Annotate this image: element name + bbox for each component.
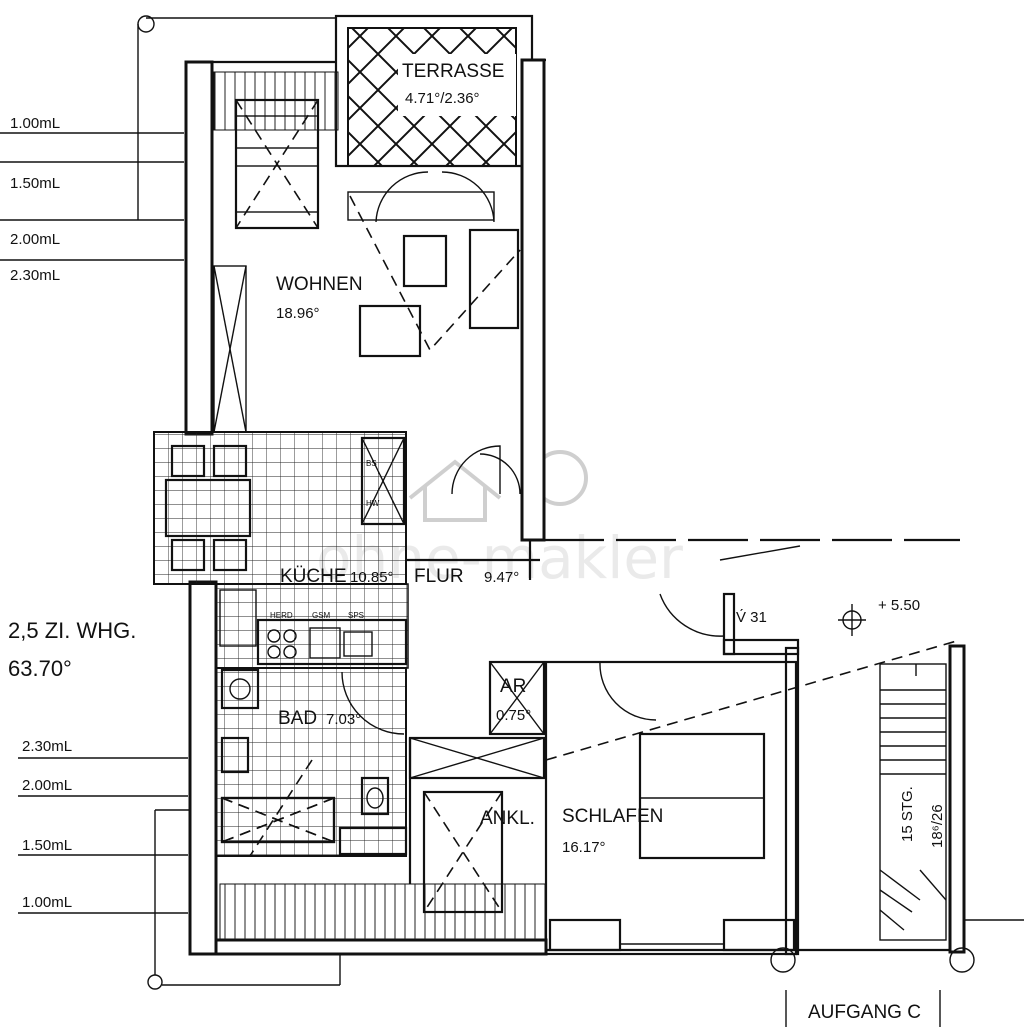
wohnen-name: WOHNEN — [276, 274, 363, 295]
skylight-ankl — [422, 790, 504, 914]
dim-label-top-3: 2.00mL — [10, 231, 60, 248]
ankl-name: ANKL. — [480, 808, 535, 829]
closet-ankl — [408, 736, 546, 884]
wohnen-area: 18.96° — [276, 305, 320, 322]
appliance-bs: BS — [366, 459, 377, 468]
living-furniture — [347, 171, 521, 495]
dim-label-bottom-2: 1.50mL — [22, 837, 72, 854]
level-label: + 5.50 — [878, 597, 920, 614]
stairs-steps: 15 STG. — [899, 786, 916, 842]
terrasse-area: 4.71°/2.36° — [405, 90, 480, 107]
dim-label-bottom-3: 2.00mL — [22, 777, 72, 794]
dim-label-top-2: 1.50mL — [10, 175, 60, 192]
apartment-type: 2,5 ZI. WHG. — [8, 618, 136, 643]
appliance-sps: SPS — [348, 611, 364, 620]
bad-area: 7.03° — [326, 711, 361, 728]
window-left-wall — [213, 265, 247, 433]
bad-name: BAD — [278, 708, 317, 729]
entrance-label: AUFGANG C — [808, 1002, 921, 1023]
appliance-gsm: GSM — [312, 611, 331, 620]
ar-area: 0.75° — [496, 707, 531, 724]
dim-label-bottom-1: 1.00mL — [22, 894, 72, 911]
apartment-total-area: 63.70° — [8, 656, 72, 681]
schlafen-name: SCHLAFEN — [562, 806, 663, 827]
bathroom — [215, 667, 408, 857]
flur-name: FLUR — [414, 566, 464, 587]
skylight-wohnen — [234, 98, 320, 230]
ar-name: AR — [500, 676, 526, 697]
left-dimension-lines — [0, 132, 188, 914]
dim-label-bottom-4: 2.30mL — [22, 738, 72, 755]
kueche-name: KÜCHE — [280, 566, 347, 587]
appliance-hw: HW — [366, 499, 380, 508]
dim-label-top-1: 1.00mL — [10, 115, 60, 132]
schlafen-area: 16.17° — [562, 839, 606, 856]
walls — [184, 58, 960, 956]
roof-outline — [137, 15, 341, 990]
terrace — [334, 14, 534, 168]
wall-label: V́ 31 — [736, 609, 767, 626]
appliance-herd: HERD — [270, 611, 293, 620]
dim-label-top-4: 2.30mL — [10, 267, 60, 284]
kueche-area: 10.85° — [350, 569, 394, 586]
stairs-rise: 18⁶/26 — [929, 804, 946, 848]
flur-area: 9.47° — [484, 569, 519, 586]
storage-ar — [488, 660, 546, 736]
bedroom — [544, 639, 961, 956]
terrasse-name: TERRASSE — [402, 61, 504, 82]
stairwell — [659, 545, 1024, 1027]
